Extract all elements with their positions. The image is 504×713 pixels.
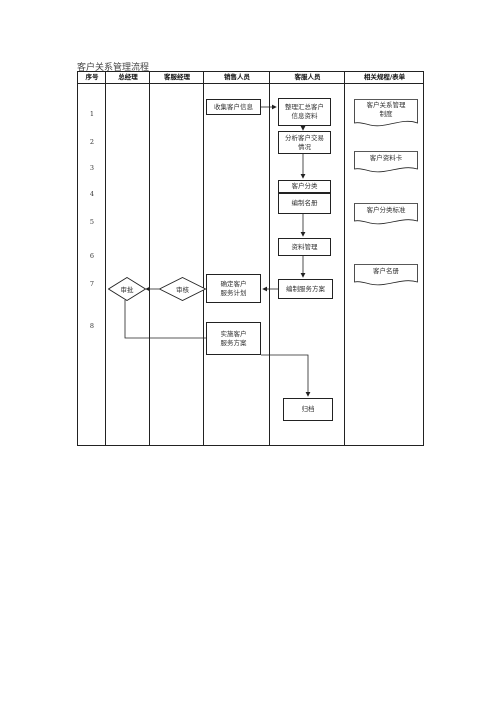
row-number: 6 [89, 252, 95, 260]
column-divider [344, 72, 345, 445]
flowchart: 序号 总经理 客服经理 销售人员 客服人员 相关规程/表单 1 2 3 4 5 … [77, 71, 424, 446]
step-analyze-transactions: 分析客户交易 情况 [278, 131, 331, 154]
decision-approve-label: 审批 [120, 286, 134, 294]
row-number: 2 [89, 138, 95, 146]
row-number: 7 [89, 280, 95, 288]
step-archive: 归档 [283, 398, 333, 421]
doc-crm-policy-label: 客户关系管理 制度 [366, 101, 406, 118]
doc-classification-standard: 客户分类标准 [354, 203, 418, 225]
decision-approve: 审批 [108, 277, 146, 301]
step-organize-info: 整理汇总客户 信息资料 [278, 98, 331, 126]
step-confirm-service-plan: 确定客户 服务计划 [206, 274, 261, 303]
step-data-management: 资料管理 [278, 238, 331, 256]
header-divider [78, 83, 423, 84]
column-divider [105, 72, 106, 445]
column-divider [149, 72, 150, 445]
decision-review: 审核 [159, 277, 206, 301]
step-make-service-plan: 编制服务方案 [278, 279, 333, 299]
header-general-manager: 总经理 [118, 73, 138, 81]
doc-customer-roster: 客户名册 [354, 264, 418, 286]
doc-profile-card-label: 客户资料卡 [369, 154, 403, 162]
row-number: 3 [89, 164, 95, 172]
doc-profile-card: 客户资料卡 [354, 151, 418, 173]
step-implement-plan: 实施客户 服务方案 [206, 322, 261, 355]
doc-customer-roster-label: 客户名册 [373, 267, 399, 275]
header-service-manager: 客服经理 [164, 73, 190, 81]
header-service-staff: 客服人员 [294, 73, 321, 81]
page-title: 客户关系管理流程 [77, 63, 150, 73]
column-divider [203, 72, 204, 445]
row-number: 1 [89, 110, 95, 118]
decision-review-label: 审核 [176, 286, 189, 294]
header-seq: 序号 [85, 73, 99, 81]
step-classify-customers: 客户分类 [278, 180, 331, 193]
row-number: 8 [89, 322, 95, 330]
step-compile-roster: 编制名册 [278, 193, 331, 214]
doc-classification-standard-label: 客户分类标准 [366, 206, 406, 214]
row-number: 5 [89, 218, 95, 226]
step-collect-info: 收集客户信息 [206, 99, 261, 115]
column-divider [269, 72, 270, 445]
header-sales-staff: 销售人员 [224, 73, 250, 81]
connector-lines [124, 104, 311, 397]
row-number: 4 [89, 190, 95, 198]
header-related-forms: 相关规程/表单 [363, 73, 406, 81]
doc-crm-policy: 客户关系管理 制度 [354, 99, 418, 127]
